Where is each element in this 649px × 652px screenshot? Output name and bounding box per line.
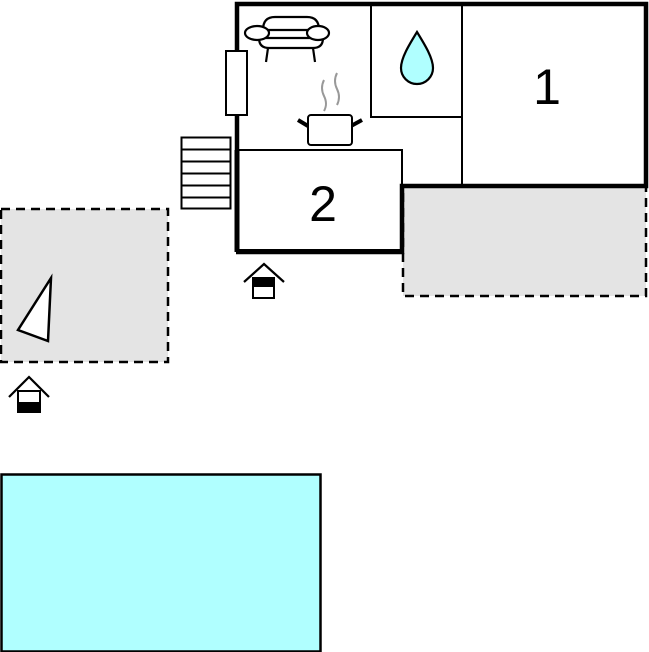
house-entrance-icon xyxy=(243,262,285,299)
sailboat-icon xyxy=(16,273,53,343)
room-2 xyxy=(236,149,403,251)
water-drop-icon xyxy=(399,29,435,86)
outer-wall xyxy=(234,1,649,255)
terrace-left xyxy=(0,207,170,364)
house xyxy=(234,1,649,255)
house-entrance-icon xyxy=(8,375,50,413)
pool xyxy=(0,473,322,652)
room-2-label: 2 xyxy=(309,176,337,232)
terrace-right xyxy=(401,184,648,298)
window xyxy=(225,50,248,116)
cooking-pot-icon xyxy=(296,72,363,146)
stairs xyxy=(180,136,232,210)
sofa-icon xyxy=(243,15,331,63)
room-1-label: 1 xyxy=(533,59,561,115)
